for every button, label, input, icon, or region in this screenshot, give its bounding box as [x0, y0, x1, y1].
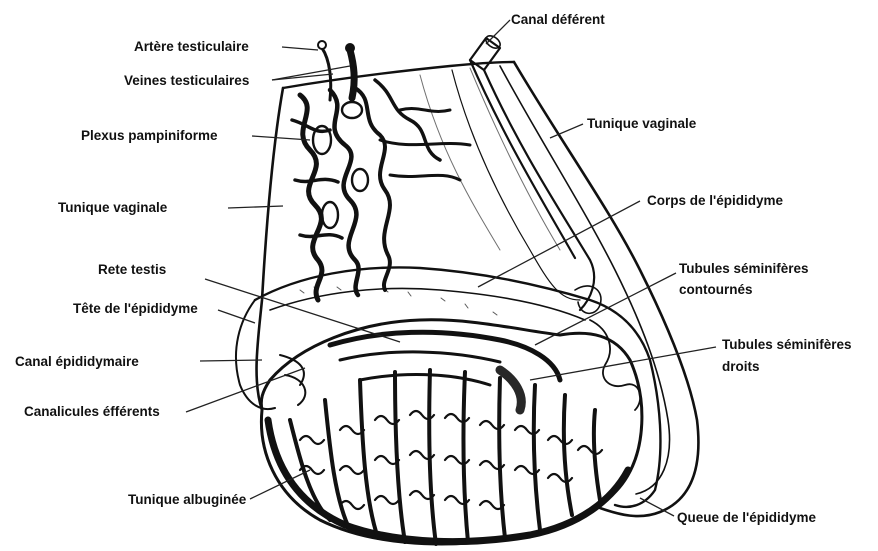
- label-canal-epididymaire: Canal épididymaire: [15, 354, 139, 369]
- testis-drawing: [261, 320, 642, 544]
- label-tubules-droits-line1: Tubules séminifères: [722, 337, 852, 352]
- label-tubules-contournes-line1: Tubules séminifères: [679, 261, 809, 276]
- label-tunique-albuginee: Tunique albuginée: [128, 492, 247, 507]
- label-queue-epididyme: Queue de l'épididyme: [677, 510, 816, 525]
- label-plexus-pampiniforme: Plexus pampiniforme: [81, 128, 218, 143]
- label-corps-epididyme: Corps de l'épididyme: [647, 193, 783, 208]
- label-canal-deferent: Canal déférent: [511, 12, 605, 27]
- label-tete-epididyme: Tête de l'épididyme: [73, 301, 198, 316]
- label-artere-testiculaire: Artère testiculaire: [134, 39, 249, 54]
- label-tunique-vaginale-right: Tunique vaginale: [587, 116, 697, 131]
- leader-lines: [186, 20, 716, 516]
- label-tubules-contournes-line2: contournés: [679, 282, 753, 297]
- label-veines-testiculaires: Veines testiculaires: [124, 73, 249, 88]
- label-tunique-vaginale-left: Tunique vaginale: [58, 200, 168, 215]
- label-canalicules-efferents: Canalicules éfférents: [24, 404, 160, 419]
- label-rete-testis: Rete testis: [98, 262, 166, 277]
- label-tubules-droits-line2: droits: [722, 359, 760, 374]
